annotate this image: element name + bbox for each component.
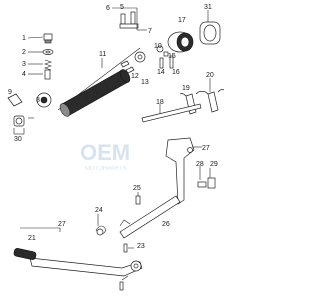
nut-15 bbox=[163, 51, 169, 57]
callout-21: 21 bbox=[28, 235, 36, 242]
bolt-6 bbox=[130, 11, 136, 25]
callouts: 1 2 3 4 5 6 7 8 9 10 11 12 13 14 15 16 1… bbox=[8, 4, 218, 250]
bolt-23 bbox=[123, 243, 128, 253]
callout-10: 10 bbox=[154, 43, 162, 50]
callout-6: 6 bbox=[106, 5, 110, 12]
callout-31: 31 bbox=[204, 4, 212, 11]
spring-28 bbox=[197, 181, 207, 188]
callout-14: 14 bbox=[157, 69, 165, 76]
detent-plug-group bbox=[27, 33, 54, 80]
shift-arm bbox=[165, 137, 195, 205]
callout-18: 18 bbox=[156, 99, 164, 106]
callout-24: 24 bbox=[95, 207, 103, 214]
screws-14-16 bbox=[159, 51, 174, 69]
callout-8: 8 bbox=[36, 97, 40, 104]
shift-drum bbox=[57, 47, 141, 117]
bolt-29 bbox=[207, 177, 216, 189]
watermark: OEM MOTORPARTS bbox=[80, 140, 130, 172]
callout-3: 3 bbox=[22, 61, 26, 68]
left-parts bbox=[7, 92, 52, 135]
pedal-rubber bbox=[13, 248, 37, 260]
callout-15: 15 bbox=[168, 53, 176, 60]
shaft-18 bbox=[141, 103, 202, 123]
callout-27-arm: 27 bbox=[202, 145, 210, 152]
callout-1: 1 bbox=[22, 35, 26, 42]
pin-12a bbox=[120, 60, 130, 68]
bolt-5 bbox=[120, 13, 126, 25]
callout-23: 23 bbox=[137, 243, 145, 250]
drum-pins bbox=[120, 45, 164, 74]
drum-body bbox=[61, 69, 129, 117]
callout-2: 2 bbox=[22, 49, 26, 56]
callout-17: 17 bbox=[178, 17, 186, 24]
bolt-22 bbox=[119, 281, 124, 291]
callout-4: 4 bbox=[22, 71, 26, 78]
callout-7: 7 bbox=[148, 28, 152, 35]
plug-head bbox=[43, 33, 53, 41]
shift-shaft-assembly bbox=[119, 137, 216, 239]
parts-diagram: OEM MOTORPARTS bbox=[7, 4, 225, 291]
screw-14 bbox=[159, 57, 164, 69]
pin-12b bbox=[125, 66, 135, 74]
stopper-plate bbox=[119, 23, 139, 29]
callout-12: 12 bbox=[131, 73, 139, 80]
screw-16 bbox=[169, 55, 174, 69]
callout-20: 20 bbox=[206, 72, 214, 79]
fork-20 bbox=[207, 91, 219, 113]
pedal-spring-group bbox=[95, 192, 141, 236]
shaft-26 bbox=[119, 195, 181, 239]
fork-shaft bbox=[141, 103, 202, 123]
watermark-brand: OEM bbox=[80, 140, 130, 165]
callout-19: 19 bbox=[182, 85, 190, 92]
callout-28: 28 bbox=[196, 161, 204, 168]
stopper-group bbox=[112, 7, 147, 31]
plug-thread bbox=[44, 39, 52, 44]
shift-pedal bbox=[13, 227, 143, 291]
callout-11: 11 bbox=[99, 51, 106, 58]
callout-13: 13 bbox=[141, 79, 149, 86]
bolt-25 bbox=[135, 195, 141, 205]
pin bbox=[44, 69, 51, 80]
switch-9 bbox=[7, 93, 23, 107]
callout-29: 29 bbox=[210, 161, 218, 168]
callout-30: 30 bbox=[14, 136, 22, 143]
callout-9: 9 bbox=[8, 89, 12, 96]
callout-27-pedal: 27 bbox=[58, 221, 66, 228]
drum-bearing bbox=[167, 10, 221, 53]
pedal-lever bbox=[29, 257, 143, 277]
callout-25: 25 bbox=[133, 185, 141, 192]
callout-26: 26 bbox=[162, 221, 170, 228]
callout-5: 5 bbox=[120, 4, 124, 11]
spring bbox=[44, 59, 52, 71]
pin-10 bbox=[156, 45, 164, 53]
callout-16: 16 bbox=[172, 69, 180, 76]
watermark-sub: MOTORPARTS bbox=[85, 166, 127, 172]
